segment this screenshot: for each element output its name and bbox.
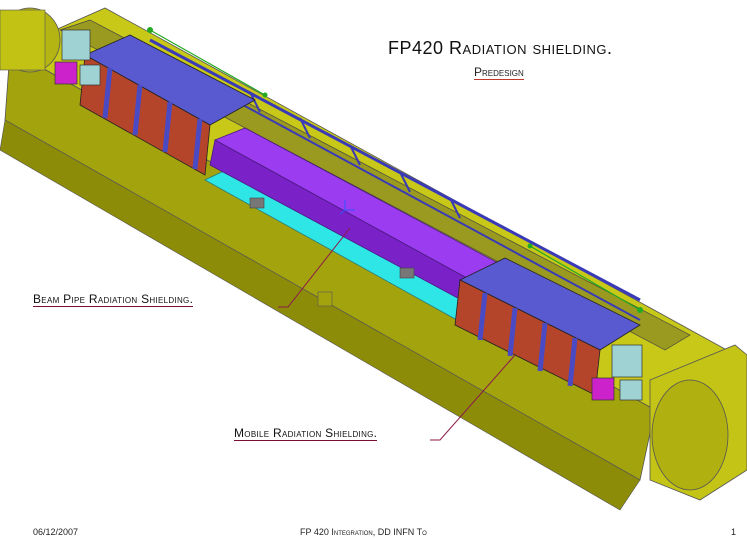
left-detector-blocks — [54, 29, 101, 86]
footer-date: 06/12/2007 — [33, 527, 79, 537]
footer-center: FP 420 Integration, DD INFN To — [300, 527, 427, 537]
shielding-cad-drawing — [0, 7, 747, 511]
right-detector-blocks — [591, 344, 643, 401]
beam-pipe-shielding-label: Beam Pipe Radiation Shielding. — [33, 292, 194, 307]
rail-strut — [349, 144, 361, 166]
support-frame-base — [0, 119, 641, 511]
support-foot — [249, 197, 265, 209]
left-cylinder-body — [0, 9, 46, 71]
left-mobile-shield — [79, 34, 256, 176]
mobile-shielding-label: Mobile Radiation Shielding. — [234, 426, 378, 441]
support-foot — [317, 291, 333, 307]
rail-strut — [249, 91, 261, 113]
footer-page-number: 1 — [731, 527, 737, 537]
axis-marker — [339, 200, 355, 215]
slide-subtitle: Predesign — [474, 65, 524, 80]
rail-strut — [399, 171, 411, 193]
slide-title: FP420 Radiation shielding. — [388, 38, 613, 58]
callout-leader-beam-pipe — [278, 227, 351, 308]
rail-strut — [299, 117, 311, 139]
support-foot — [399, 267, 415, 279]
dimension-line-left — [147, 27, 268, 98]
right-cylinder-face — [651, 379, 729, 491]
top-rail — [149, 38, 641, 302]
rail-strut — [449, 197, 461, 219]
dimension-line-right — [527, 243, 643, 313]
callout-leader-mobile — [430, 354, 516, 441]
right-mobile-shield — [454, 257, 641, 396]
